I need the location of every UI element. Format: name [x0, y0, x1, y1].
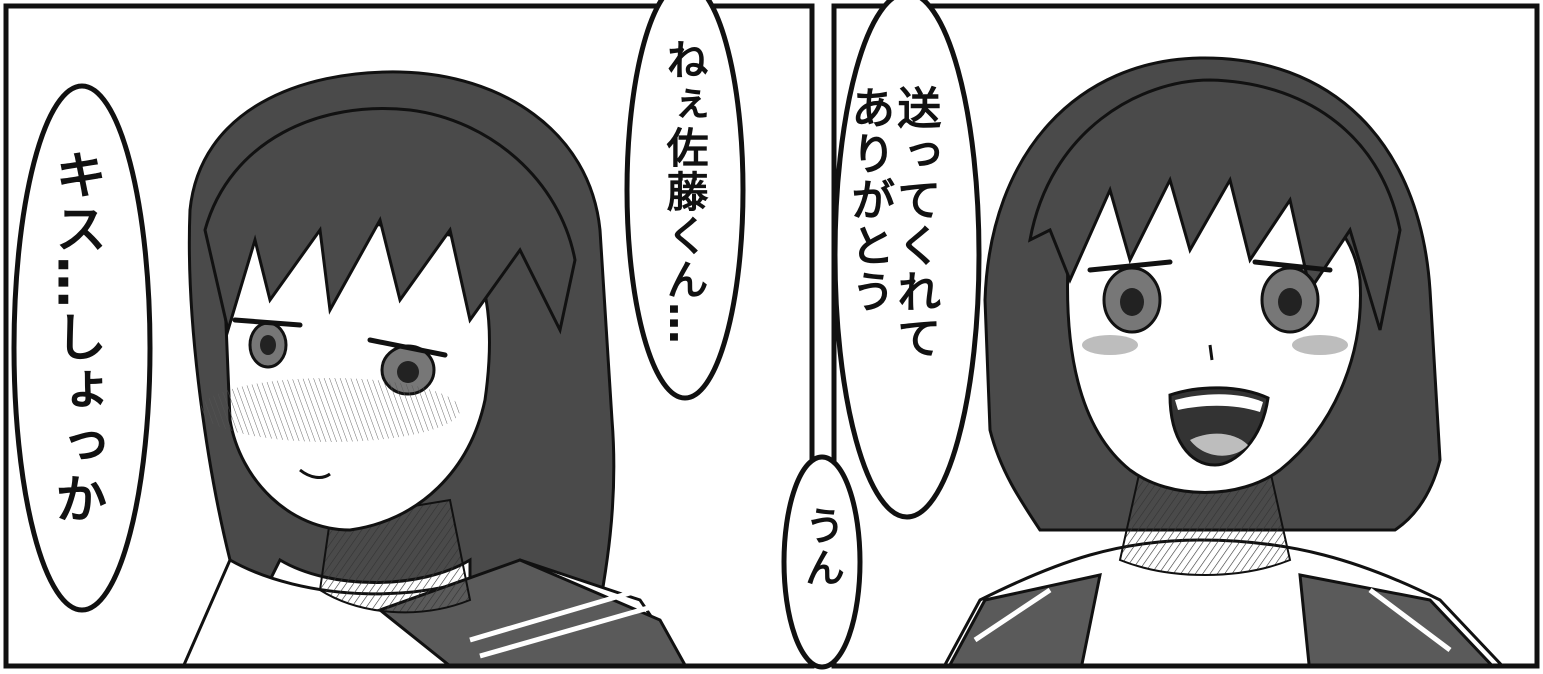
bubble-un [781, 454, 863, 670]
left-panel-border [3, 3, 815, 669]
bubble-kiss-text: キス…しょっか [45, 148, 106, 526]
bubble-kiss [11, 83, 153, 613]
left-girl-bangs [203, 107, 577, 336]
right-girl-sailor-collar-left [947, 573, 1102, 666]
right-panel [781, 0, 1540, 670]
bubble-thanks-text: 送ってくれて ありがとう [843, 85, 941, 361]
bubble-un-text: うん [798, 505, 844, 589]
left-girl-blush [200, 378, 460, 442]
bubble-thanks [832, 0, 982, 520]
bubble-nee-text: ねぇ佐藤くん… [660, 38, 710, 346]
left-girl-mouth [299, 468, 331, 479]
bubble-nee [624, 0, 746, 401]
right-girl-neck [1118, 469, 1292, 576]
left-panel [3, 0, 815, 669]
right-panel-border [831, 3, 1540, 669]
